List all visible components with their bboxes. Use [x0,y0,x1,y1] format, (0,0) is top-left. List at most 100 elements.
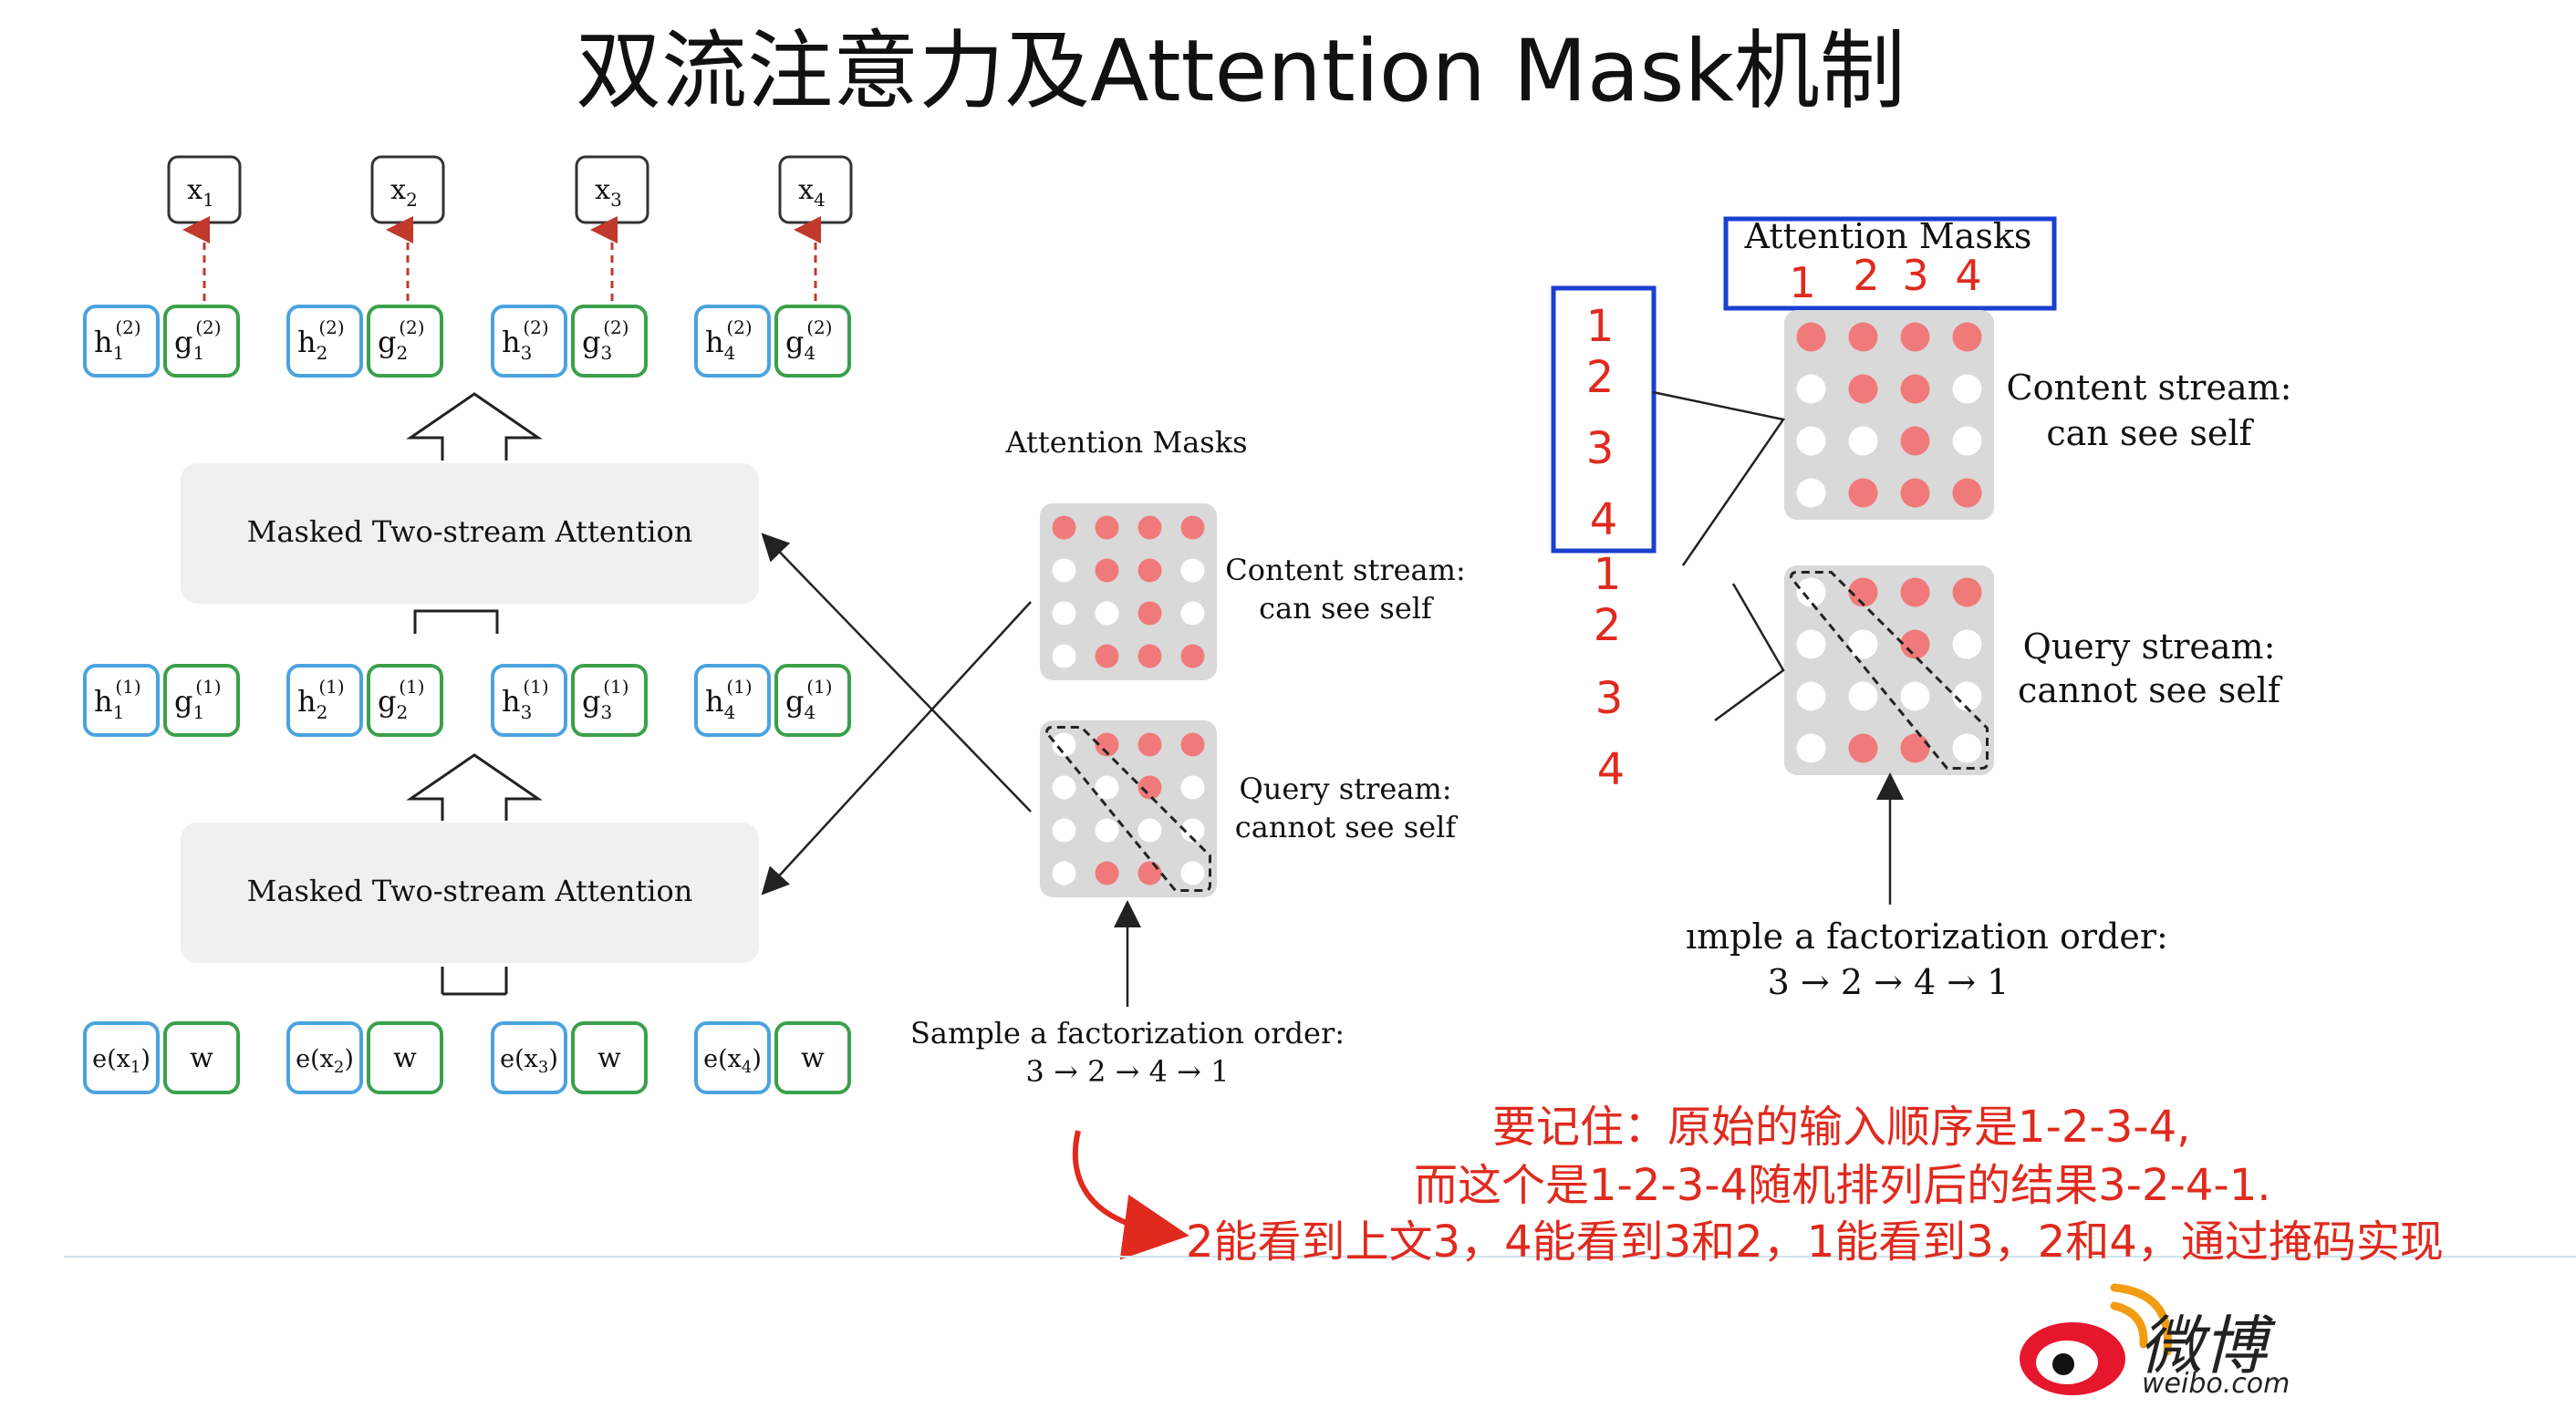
red-number-1: 1 [1594,549,1622,600]
masks-title-left: Attention Masks [1004,425,1247,460]
attention-block-upper-label: Masked Two-stream Attention [247,514,693,549]
h-state-1: h1(1) [83,664,160,737]
h-state-2: h2(2) [286,305,363,378]
mask-cell-1-2 [1095,515,1119,540]
mask-cell-3-4 [1952,681,1982,711]
mask-cell-2-1 [1796,629,1826,659]
mask-cell-4-2 [1848,478,1878,508]
mask-cell-2-2 [1095,775,1119,800]
column-numbers-box [1723,216,2057,311]
mask-cell-4-4 [1952,478,1982,508]
h-state-3: h3(2) [491,305,567,378]
red-number-2: 2 [1594,600,1622,651]
h-state-4: h4(1) [694,664,771,737]
mask-cell-2-4 [1180,558,1205,583]
attention-block-lower: Masked Two-stream Attention [181,823,759,963]
red-number-4: 4 [1590,494,1618,545]
position-w-4: w [774,1021,851,1094]
mask-cell-1-4 [1180,732,1205,757]
mask-cell-3-3 [1900,426,1930,456]
red-number-3: 3 [1902,251,1928,300]
annotation-line-1: 要记住：原始的输入顺序是1-2-3-4, [1492,1102,2191,1153]
mask-cell-1-2 [1095,732,1119,757]
mask-cell-3-2 [1848,681,1878,711]
mask-cell-1-1 [1052,515,1076,540]
mask-cell-3-2 [1095,818,1119,843]
h-state-1: h1(2) [83,305,160,378]
mask-cell-2-1 [1052,558,1076,583]
svg-text:w: w [597,1042,621,1074]
mask-cell-1-3 [1137,732,1162,757]
mask-cell-2-2 [1848,629,1878,659]
mask-cell-2-1 [1052,775,1076,800]
mask-cell-3-1 [1052,818,1076,843]
g-state-4: g4(2) [774,305,851,378]
mask-cell-4-3 [1137,861,1162,885]
mask-cell-3-4 [1180,601,1205,626]
g-state-3: g3(1) [571,664,648,737]
output-token-3: x3 [575,155,649,224]
mask-cell-1-4 [1952,322,1982,352]
weibo-logo-icon [2020,1283,2173,1395]
mask-to-block-connectors [761,533,1032,896]
red-number-3: 3 [1595,673,1624,724]
content-mask-grid-right [1784,310,1994,520]
mask-cell-2-3 [1900,629,1930,659]
mask-cell-3-3 [1137,818,1162,843]
sample-order-label-left: Sample a factorization order: [910,1016,1345,1051]
embedding-1: e(x1) [83,1021,160,1094]
mask-cell-2-4 [1952,374,1982,404]
upward-arrow-lower [406,753,543,996]
mask-cell-1-1 [1052,732,1076,757]
attention-block-lower-label: Masked Two-stream Attention [247,874,693,908]
g-state-1: g1(1) [163,664,240,737]
annotation-arrow [1072,1130,1189,1260]
svg-text:e(x2): e(x2) [296,1045,354,1077]
mask-cell-1-3 [1900,322,1930,352]
mask-cell-3-2 [1848,426,1878,456]
svg-text:w: w [190,1042,213,1074]
red-number-1: 1 [1586,301,1615,352]
red-number-4: 4 [1955,251,1981,300]
mask-cell-1-2 [1848,577,1878,607]
output-token-2: x2 [370,155,445,224]
mask-cell-4-2 [1095,644,1119,668]
mask-cell-4-4 [1180,644,1205,668]
mask-cell-4-4 [1952,733,1982,763]
output-token-1: x1 [167,155,242,224]
query-stream-sub-right: cannot see self [2018,670,2283,710]
zoom-connector-lines [1652,390,1786,722]
mask-cell-2-3 [1137,775,1162,800]
annotation-line-2: 而这个是1-2-3-4随机排列后的结果3-2-4-1. [1414,1160,2271,1211]
mask-cell-1-4 [1952,577,1982,607]
mask-cell-2-4 [1180,775,1205,800]
h-state-2: h2(1) [286,664,363,737]
mask-cell-4-3 [1900,478,1930,508]
g-state-3: g3(2) [571,305,648,378]
mask-cell-1-4 [1180,515,1205,540]
content-stream-sub-right: can see self [2046,413,2254,453]
mask-cell-3-1 [1796,681,1826,711]
upward-arrow-upper [406,392,543,634]
weibo-wordmark: 微博 [2139,1309,2267,1383]
sample-order-label-right: ımple a factorization order: [1686,916,2168,957]
svg-text:e(x4): e(x4) [703,1045,762,1077]
mask-cell-1-3 [1137,515,1162,540]
mask-cell-2-4 [1952,629,1982,659]
slide-title: 双流注意力及Attention Mask机制 [576,22,1906,121]
svg-text:e(x1): e(x1) [92,1045,151,1077]
g-state-1: g1(2) [163,305,240,378]
masks-title-right: Attention Masks [1744,216,2032,256]
attention-block-upper: Masked Two-stream Attention [181,463,759,604]
weibo-domain: weibo.com [2142,1368,2290,1400]
mask-cell-2-3 [1137,558,1162,583]
row-numbers-box [1551,285,1657,554]
embedding-2: e(x2) [286,1021,363,1094]
mask-cell-3-1 [1052,601,1076,626]
content-stream-label-left: Content stream: [1225,553,1466,587]
content-stream-sub-left: can see self [1259,591,1434,626]
mask-cell-1-2 [1848,322,1878,352]
mask-cell-1-3 [1900,577,1930,607]
mask-cell-1-1 [1796,577,1826,607]
